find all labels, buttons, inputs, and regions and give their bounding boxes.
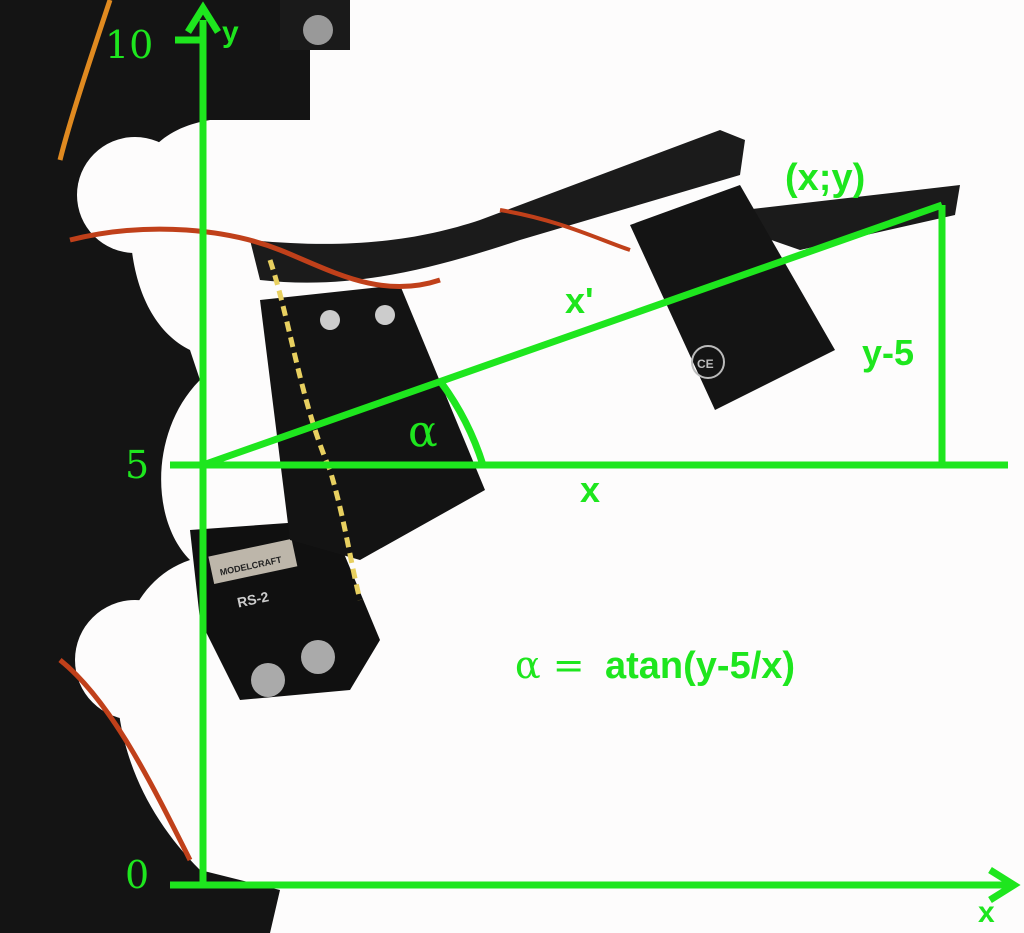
formula-expression: atan(y-5/x) <box>605 645 795 687</box>
y-axis-label: y <box>222 16 239 49</box>
adjacent-label: x <box>580 469 600 510</box>
y-tick-label-5: 5 <box>125 443 149 487</box>
y-axis-arrow <box>185 1 221 34</box>
point-label: (x;y) <box>785 157 865 199</box>
formula-symbol: α = <box>515 643 585 687</box>
x-axis-arrow <box>988 867 1021 903</box>
overlay-labels: 10 y 5 0 x (x;y) x' y-5 x α α = atan(y-5… <box>105 16 995 929</box>
hypotenuse-line <box>201 201 944 469</box>
robot-body-photo: MODELCRAFT RS-2 CE <box>0 0 960 933</box>
angle-arc <box>437 378 487 467</box>
opposite-label: y-5 <box>862 332 914 373</box>
y-tick-label-10: 10 <box>105 23 153 67</box>
overlay-lines <box>170 1 1021 903</box>
servo-label: MODELCRAFT RS-2 <box>208 538 298 611</box>
angle-label: α <box>408 406 438 457</box>
hypotenuse-label: x' <box>565 280 594 321</box>
y-tick-label-0: 0 <box>125 853 149 897</box>
x-axis-label: x <box>978 896 995 929</box>
svg-text:CE: CE <box>697 357 714 371</box>
svg-text:RS-2: RS-2 <box>236 588 271 610</box>
